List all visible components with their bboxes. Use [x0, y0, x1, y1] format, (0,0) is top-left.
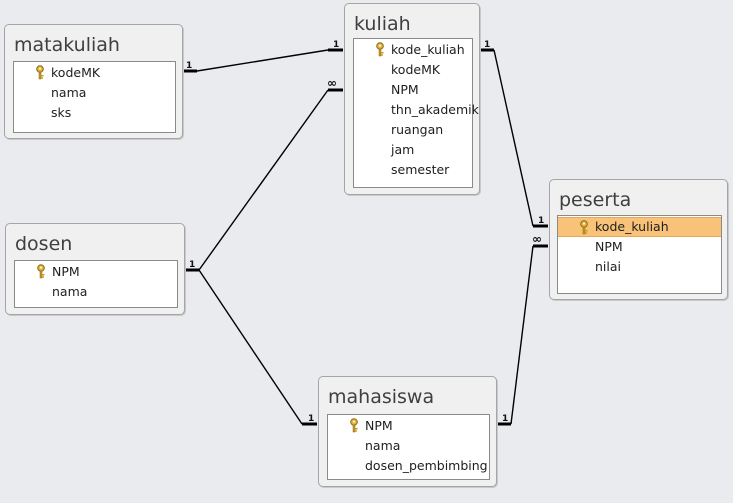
field-list: kode_kuliah kodeMK NPM thn_akademik ruan… [353, 38, 479, 188]
field-row[interactable]: nama [14, 83, 175, 103]
key-icon [376, 42, 384, 57]
table-mahasiswa[interactable]: mahasiswa NPM nama dosen_pembimbing [318, 376, 497, 487]
field-row[interactable]: nama [328, 436, 489, 456]
cardinality-label: 1 [308, 414, 314, 424]
cardinality-label: ∞ [532, 232, 542, 246]
table-peserta[interactable]: peserta kode_kuliah NPM nilai [549, 179, 728, 300]
key-icon [36, 65, 44, 80]
field-row[interactable]: dosen_pembimbing [328, 456, 489, 476]
table-kuliah[interactable]: kuliah kode_kuliah kodeMK NPM thn_akadem… [344, 3, 480, 195]
relationship-dosen-mahasiswa[interactable]: 1 [198, 269, 317, 426]
field-name: kodeMK [51, 65, 101, 80]
relationship-matakuliah-kuliah[interactable]: 1 1 [182, 40, 343, 73]
key-icon [37, 264, 45, 279]
field-list: kodeMK nama sks [13, 61, 176, 133]
field-row[interactable]: NPM [558, 237, 721, 257]
field-name: semester [391, 162, 450, 177]
field-name: nama [51, 85, 87, 100]
cardinality-label: 1 [502, 414, 508, 424]
field-row[interactable]: kodeMK [14, 63, 175, 83]
cardinality-label: 1 [538, 216, 544, 226]
field-row[interactable]: NPM [15, 262, 177, 282]
cardinality-label: 1 [189, 260, 195, 270]
relationship-dosen-kuliah[interactable]: 1 ∞ [184, 76, 343, 272]
field-name: sks [51, 105, 72, 120]
field-row[interactable]: nilai [558, 257, 721, 277]
table-title: kuliah [354, 13, 411, 35]
cardinality-label: 1 [484, 40, 490, 50]
field-name: nama [365, 438, 401, 453]
field-name: kodeMK [391, 62, 441, 77]
field-name: nilai [595, 259, 622, 274]
field-row[interactable]: kode_kuliah [354, 40, 472, 60]
key-icon [580, 220, 588, 235]
field-name: jam [391, 142, 415, 157]
field-row[interactable]: jam [354, 140, 472, 160]
relationship-kuliah-peserta[interactable]: 1 1 [479, 40, 548, 228]
field-row[interactable]: nama [15, 282, 177, 302]
key-icon [350, 418, 358, 433]
table-title: dosen [15, 233, 73, 255]
table-title: peserta [559, 189, 632, 211]
relationship-mahasiswa-peserta[interactable]: 1 ∞ [496, 232, 548, 426]
field-list: kode_kuliah NPM nilai [557, 215, 722, 294]
field-row[interactable]: sks [14, 103, 175, 123]
table-title: matakuliah [14, 34, 120, 56]
cardinality-label: 1 [186, 61, 192, 71]
field-name: NPM [595, 239, 623, 254]
field-name: nama [52, 284, 88, 299]
field-row-selected[interactable]: kode_kuliah [558, 217, 721, 237]
field-name: NPM [52, 264, 80, 279]
field-row[interactable]: thn_akademik [354, 100, 479, 120]
field-name: NPM [365, 418, 393, 433]
table-matakuliah[interactable]: matakuliah kodeMK nama sks [4, 24, 183, 139]
table-title: mahasiswa [328, 386, 435, 408]
field-row[interactable]: kodeMK [354, 60, 472, 80]
cardinality-label: 1 [333, 40, 339, 50]
field-row[interactable]: semester [354, 160, 472, 180]
field-row[interactable]: NPM [328, 416, 489, 436]
field-row[interactable]: ruangan [354, 120, 472, 140]
field-row[interactable]: NPM [354, 80, 472, 100]
field-list: NPM nama dosen_pembimbing [327, 414, 490, 480]
cardinality-label: ∞ [327, 76, 337, 90]
field-name: ruangan [391, 122, 444, 137]
field-name: thn_akademik [391, 102, 479, 117]
field-name: dosen_pembimbing [365, 458, 488, 473]
table-dosen[interactable]: dosen NPM nama [5, 223, 185, 315]
field-list: NPM nama [14, 260, 178, 308]
field-name: NPM [391, 82, 419, 97]
field-name: kode_kuliah [595, 219, 669, 234]
field-name: kode_kuliah [391, 42, 465, 57]
